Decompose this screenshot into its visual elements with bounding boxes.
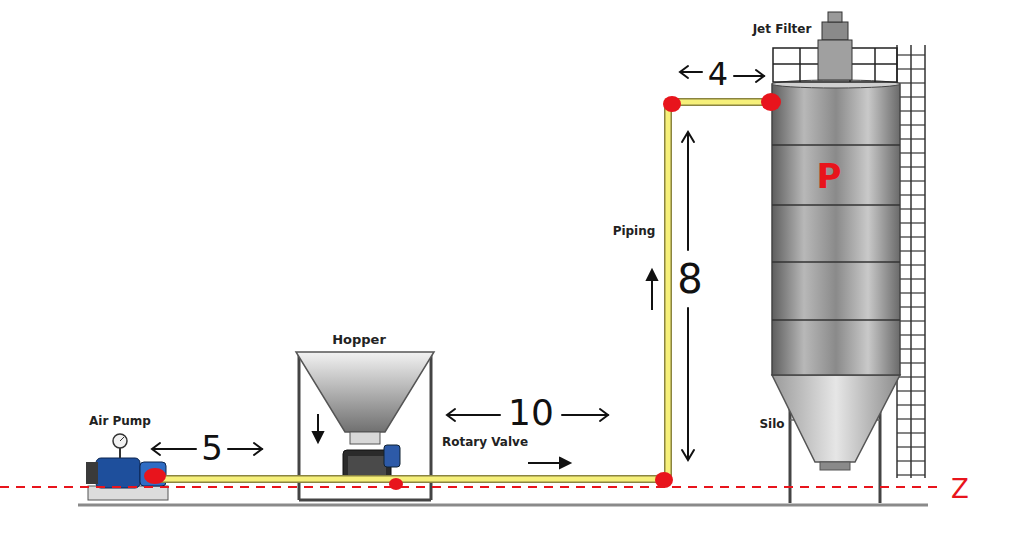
- ladder-rung: [897, 152, 925, 153]
- dimension-number: 4: [708, 58, 728, 90]
- ladder-rung: [897, 460, 925, 461]
- ladder-rung: [897, 208, 925, 209]
- ladder-rung: [897, 446, 925, 447]
- ladder-rung: [897, 180, 925, 181]
- ladder-rung: [897, 166, 925, 167]
- ladder-rung: [897, 362, 925, 363]
- ladder-rung: [897, 82, 925, 83]
- red-marker: [144, 93, 781, 490]
- ladder-rung: [897, 474, 925, 475]
- air-pump: [86, 434, 168, 500]
- part-label: Piping: [613, 225, 656, 237]
- ladder-rung: [897, 320, 925, 321]
- datum-line: [0, 486, 940, 488]
- ladder-rung: [897, 138, 925, 139]
- conveying-pipe: [155, 102, 770, 479]
- ladder-rung: [897, 306, 925, 307]
- ladder-rung: [897, 418, 925, 419]
- ladder-rung: [897, 236, 925, 237]
- silo-ladder: [897, 45, 925, 478]
- ladder-rung: [897, 264, 925, 265]
- ladder-rung: [897, 404, 925, 405]
- ground-line: [78, 504, 928, 507]
- ladder-rung: [897, 432, 925, 433]
- dimension-number: 8: [677, 259, 702, 299]
- ladder-rung: [897, 334, 925, 335]
- ladder-rung: [897, 376, 925, 377]
- ladder-rung: [897, 194, 925, 195]
- dimension-number: 10: [508, 395, 554, 431]
- flow-arrow: [313, 270, 657, 468]
- ladder-rung: [897, 96, 925, 97]
- datum-label: Z: [951, 476, 969, 502]
- ladder-rung: [897, 250, 925, 251]
- ladder-rung: [897, 292, 925, 293]
- part-label: Hopper: [332, 333, 386, 346]
- jet-filter: [818, 12, 852, 80]
- part-label: Rotary Valve: [442, 436, 528, 448]
- ladder-rung: [897, 390, 925, 391]
- ladder-rung: [897, 278, 925, 279]
- dimension-arrow: [152, 66, 764, 460]
- ladder-rung: [897, 222, 925, 223]
- ladder-rung: [897, 348, 925, 349]
- dimension-number: 5: [201, 431, 223, 465]
- part-label: Silo: [759, 418, 784, 430]
- ladder-rung: [897, 54, 925, 55]
- ladder-rung: [897, 110, 925, 111]
- ladder-rung: [897, 68, 925, 69]
- silo: [772, 80, 900, 503]
- logo-mark: P: [817, 159, 842, 193]
- part-label: Air Pump: [89, 415, 151, 427]
- part-label: Jet Filter: [753, 23, 812, 35]
- ladder-rung: [897, 124, 925, 125]
